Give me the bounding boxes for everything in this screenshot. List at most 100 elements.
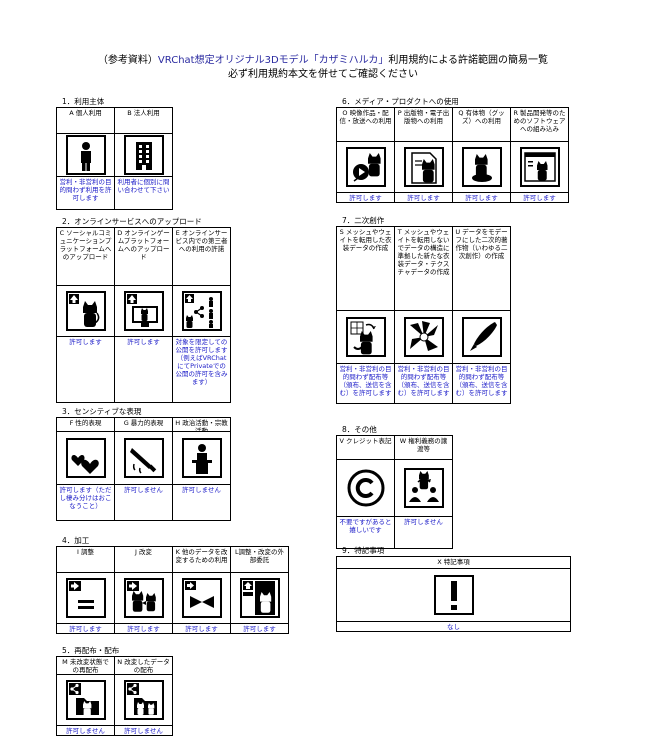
item-result: 許可します xyxy=(115,624,172,634)
permission-item: G 暴力的表現許可しません xyxy=(115,418,173,521)
section-title: 9．特記事項 xyxy=(342,546,385,555)
permission-item: X 特記事項なし xyxy=(337,557,571,632)
mesh-icon xyxy=(337,311,394,364)
ribbon-icon xyxy=(173,573,230,624)
permission-item: M 未改変状態での再配布許可しません xyxy=(57,657,115,736)
section-title: 1．利用主体 xyxy=(62,97,105,106)
item-result: なし xyxy=(337,622,570,632)
permission-table: S メッシュやウェイトを転用した衣装データの作成営利・非営利の目的問わず配布等（… xyxy=(336,226,511,404)
outsource-icon xyxy=(231,573,288,624)
section-title: 7．二次創作 xyxy=(342,216,385,225)
permission-item: I 調整許可します xyxy=(57,547,115,634)
section-title: 4．加工 xyxy=(62,536,90,545)
permission-item: J 改変許可します xyxy=(115,547,173,634)
item-result: 許可します xyxy=(395,193,452,203)
item-result: 許可しません xyxy=(395,517,452,549)
item-label: A 個人利用 xyxy=(57,108,114,134)
podium-icon xyxy=(173,432,230,485)
permission-table: X 特記事項なし xyxy=(336,556,571,632)
item-result: 許可します xyxy=(337,193,394,203)
item-label: J 改変 xyxy=(115,547,172,573)
item-result: 営利・非営利の目的問わず利用を許可します xyxy=(57,177,114,210)
upload-monitor-icon xyxy=(115,286,172,337)
item-label: T メッシュやウェイトを転用しないでデータの構造に準拠した新たな衣装データ・テク… xyxy=(395,227,452,311)
item-label: I 調整 xyxy=(57,547,114,573)
item-label: R 製品開発等のためのソフトウェアへの組み込み xyxy=(511,108,568,142)
redistribute-icon xyxy=(57,675,114,726)
section-title: 8．その他 xyxy=(342,425,377,434)
item-label: M 未改変状態での再配布 xyxy=(57,657,114,675)
item-label: W 権利義務の譲渡等 xyxy=(395,436,452,460)
permission-item: S メッシュやウェイトを転用した衣装データの作成営利・非営利の目的問わず配布等（… xyxy=(337,227,395,404)
permission-item: R 製品開発等のためのソフトウェアへの組み込み許可します xyxy=(511,108,569,203)
document-title: （参考資料）VRChat想定オリジナル3Dモデル「カザミハルカ」利用規約による許… xyxy=(97,55,549,66)
item-label: V クレジット表記 xyxy=(337,436,394,460)
item-result: 許可します xyxy=(57,624,114,634)
permission-item: D オンラインゲームプラットフォームへのアップロード許可します xyxy=(115,228,173,403)
item-result: 対象を限定しての公開を許可します（例えばVRChatにてPrivateでの公開の… xyxy=(173,337,230,403)
section-title: 5．再配布・配布 xyxy=(62,646,120,655)
item-label: N 改変したデータの配布 xyxy=(115,657,172,675)
permission-item: B 法人利用利用者に個別に問い合わせて下さい xyxy=(115,108,173,210)
item-result: 許可しません xyxy=(57,726,114,736)
item-label: Q 有体物（グッズ）への利用 xyxy=(453,108,510,142)
item-label: K 他のデータを改変するための利用 xyxy=(173,547,230,573)
hearts-icon xyxy=(57,432,114,485)
item-result: 許可します xyxy=(453,193,510,203)
item-label: D オンラインゲームプラットフォームへのアップロード xyxy=(115,228,172,286)
building-icon xyxy=(115,134,172,177)
permission-table: F 性的表現許可します（ただし棲み分けはおこなうこと）G 暴力的表現許可しません… xyxy=(56,417,231,521)
document-subtitle: 必ず利用規約本文を併せてご確認ください xyxy=(228,69,418,80)
item-label: P 出版物・電子出版物への利用 xyxy=(395,108,452,142)
exclamation-icon xyxy=(337,569,570,622)
texture-icon xyxy=(395,311,452,364)
permission-item: L調整・改変の外部委託許可します xyxy=(231,547,289,634)
publication-icon xyxy=(395,142,452,193)
pen-icon xyxy=(453,311,510,364)
item-label: X 特記事項 xyxy=(337,557,570,569)
item-result: 利用者に個別に問い合わせて下さい xyxy=(115,177,172,210)
item-result: 許可しません xyxy=(115,726,172,736)
software-icon xyxy=(511,142,568,193)
item-result: 許可します xyxy=(173,624,230,634)
item-label: H 政治活動・宗教活動 xyxy=(173,418,230,432)
permission-item: P 出版物・電子出版物への利用許可します xyxy=(395,108,453,203)
item-label: E オンラインサービス内での第三者への利用の許諾 xyxy=(173,228,230,286)
item-result: 許可します xyxy=(115,337,172,403)
section-special-notes: 9．特記事項 X 特記事項なし xyxy=(336,545,571,632)
item-label: O 映像作品・配信・放送への利用 xyxy=(337,108,394,142)
upload-cat-icon xyxy=(57,286,114,337)
item-label: F 性的表現 xyxy=(57,418,114,432)
section-title: 2．オンラインサービスへのアップロード xyxy=(62,217,202,226)
person-icon xyxy=(57,134,114,177)
permission-item: F 性的表現許可します（ただし棲み分けはおこなうこと） xyxy=(57,418,115,521)
item-label: U データをモデーフにした二次的著作物（いわゆる二次創作）の作成 xyxy=(453,227,510,311)
section-title: 3．センシティブな表現 xyxy=(62,407,142,416)
item-label: L調整・改変の外部委託 xyxy=(231,547,288,573)
item-result: 許可します xyxy=(57,337,114,403)
item-result: 許可しません xyxy=(115,485,172,521)
permission-item: V クレジット表記不要ですがあると嬉しいです xyxy=(337,436,395,549)
modify-icon xyxy=(115,573,172,624)
permission-item: H 政治活動・宗教活動許可しません xyxy=(173,418,231,521)
distribute-modified-icon xyxy=(115,675,172,726)
item-result: 営利・非営利の目的問わず配布等（頒布、送信を含む）を許可します xyxy=(337,364,394,404)
share-users-icon xyxy=(173,286,230,337)
section-title: 6．メディア・プロダクトへの使用 xyxy=(342,97,459,106)
permission-item: O 映像作品・配信・放送への利用許可します xyxy=(337,108,395,203)
goods-icon xyxy=(453,142,510,193)
permission-item: A 個人利用営利・非営利の目的問わず利用を許可します xyxy=(57,108,115,210)
permission-item: U データをモデーフにした二次的著作物（いわゆる二次創作）の作成営利・非営利の目… xyxy=(453,227,511,404)
